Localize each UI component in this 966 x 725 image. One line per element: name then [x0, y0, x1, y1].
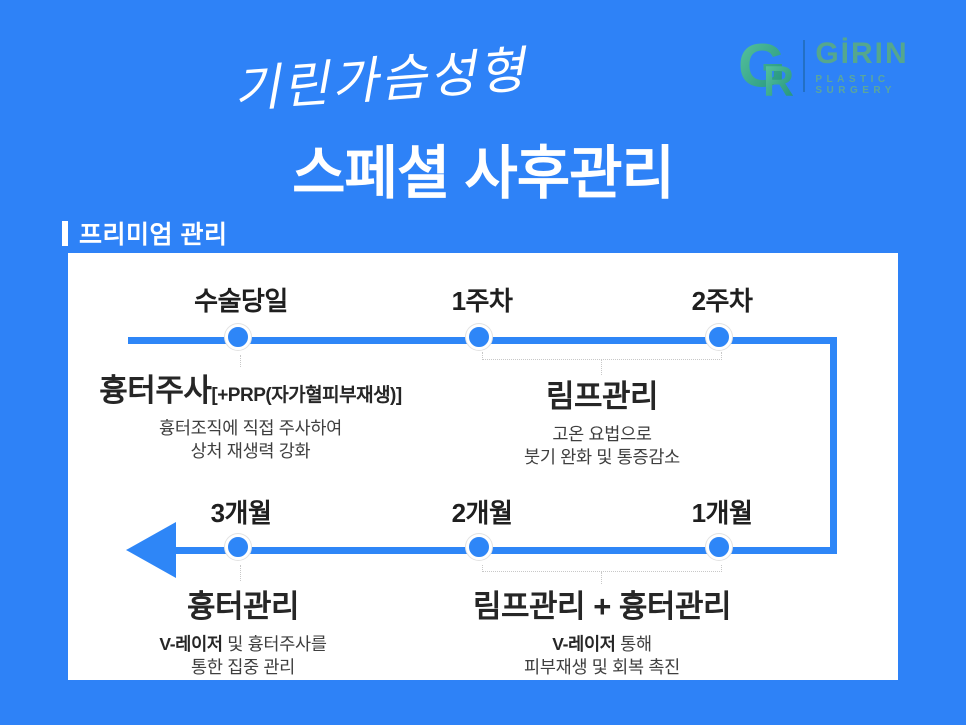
milestone-label-month2: 2개월	[451, 498, 513, 528]
milestone-label-week2: 2주차	[691, 286, 753, 316]
care-item-description: 흉터조직에 직접 주사하여 상처 재생력 강화	[159, 418, 342, 462]
girin-mark-icon: G R	[738, 30, 794, 104]
script-title: 기린가슴성형	[231, 40, 529, 120]
logo-divider	[803, 40, 806, 92]
timeline-dot	[466, 534, 492, 560]
timeline-arrow-icon	[126, 522, 176, 578]
connector-bracket	[482, 565, 722, 572]
timeline-dot	[466, 324, 492, 350]
section-label-bar	[62, 220, 68, 246]
timeline-dot	[225, 324, 251, 350]
connector-line	[240, 355, 241, 367]
connector-line	[601, 360, 602, 375]
care-item-description: V-레이저 통해 피부재생 및 회복 촉진	[524, 634, 680, 678]
timeline-dot	[225, 534, 251, 560]
premium-care-card: 수술당일 1주차 2주차 3개월 2개월 1개월 흉터주사[+PRP(자가혈피부…	[68, 253, 898, 680]
logo-text: GİRIN PLASTIC SURGERY	[815, 37, 966, 96]
timeline-dot	[706, 324, 732, 350]
svg-text:G: G	[738, 30, 786, 99]
timeline-bottom-line	[172, 547, 837, 554]
svg-text:R: R	[763, 58, 794, 104]
milestone-label-month3: 3개월	[210, 498, 272, 528]
logo-subtitle: PLASTIC SURGERY	[815, 73, 896, 96]
girin-logo: G R GİRIN PLASTIC SURGERY	[738, 28, 966, 104]
timeline-right-line	[830, 337, 837, 554]
connector-line	[240, 565, 241, 581]
care-item-title: 림프관리	[545, 379, 659, 414]
section-label-text: 프리미엄 관리	[79, 221, 228, 249]
care-item-scar-care: 흉터관리 V-레이저 및 흉터주사를 통한 집중 관리	[98, 581, 388, 679]
logo-name: GİRIN	[815, 36, 909, 70]
care-item-title: 흉터관리	[186, 589, 300, 624]
care-item-combo: 림프관리 + 흉터관리 V-레이저 통해 피부재생 및 회복 촉진	[457, 581, 747, 679]
care-item-description: 고온 요법으로 붓기 완화 및 통증감소	[524, 424, 680, 468]
connector-bracket	[482, 352, 722, 360]
section-label: 프리미엄 관리	[62, 215, 227, 251]
milestone-label-surgery-day: 수술당일	[194, 286, 288, 316]
care-item-lymph: 림프관리 고온 요법으로 붓기 완화 및 통증감소	[457, 371, 747, 469]
care-item-description: V-레이저 및 흉터주사를 통한 집중 관리	[159, 634, 327, 678]
milestone-label-month1: 1개월	[691, 498, 753, 528]
page-title: 스페셜 사후관리	[292, 141, 675, 206]
care-item-title: 림프관리 + 흉터관리	[473, 589, 732, 624]
connector-line	[601, 572, 602, 584]
timeline-dot	[706, 534, 732, 560]
care-item-title: 흉터주사[+PRP(자가혈피부재생)]	[99, 373, 402, 408]
care-item-scar-injection: 흉터주사[+PRP(자가혈피부재생)] 흉터조직에 직접 주사하여 상처 재생력…	[78, 365, 423, 463]
milestone-label-week1: 1주차	[451, 286, 513, 316]
